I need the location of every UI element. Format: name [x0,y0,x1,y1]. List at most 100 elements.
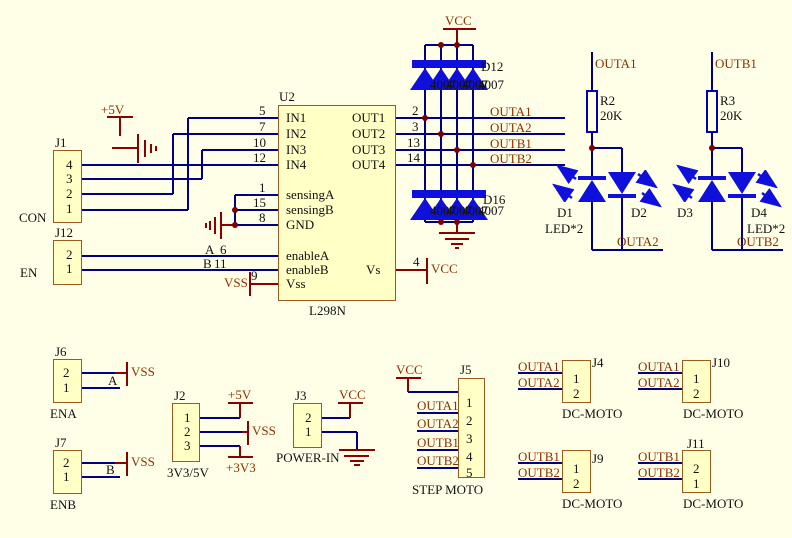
led-emission-arrows-icon-D2 [634,168,666,215]
power-symbol-line [443,28,476,30]
pin-number: 2 [66,247,73,262]
power-symbol-line [426,258,428,284]
wire [591,52,593,90]
designator-label: U2 [279,89,295,104]
power-symbol-line [250,283,278,285]
part-label: DC-MOTO [683,496,744,511]
part-label: DC-MOTO [562,496,623,511]
pin-number: 1 [63,380,70,395]
part-label: 3V3/5V [167,465,209,480]
wire [82,164,278,166]
wire [200,431,242,433]
wire [638,462,682,464]
part-label: POWER-IN [276,450,340,465]
pin-name-label: enableB [286,262,329,277]
junction-dot [232,207,238,213]
designator-label: R2 [600,93,616,108]
pin-number: 3 [66,171,73,186]
power-symbol-line [214,217,216,234]
part-label: ENB [50,497,76,512]
power-symbol-line [220,212,222,239]
value-label: LED*2 [747,221,786,236]
pin-number: 1 [66,201,73,216]
wire [425,44,473,46]
wire [82,209,188,211]
wire [518,388,562,390]
diode-cathode-bar-D4 [728,194,756,198]
power-net-label: VSS [252,423,276,438]
part-label: B [106,462,115,477]
wire [417,430,458,432]
wire [356,432,358,450]
wire [712,249,783,251]
junction-dot [709,145,715,151]
wire [592,147,622,149]
net-label: OUTA1 [595,56,637,71]
net-label: OUTB1 [518,449,560,464]
pin-name-label: sensingB [286,202,334,217]
wire [592,249,663,251]
value-label: 4007 [478,203,504,218]
diode-triangle-D12 [458,68,488,90]
net-label: OUTB2 [518,465,560,480]
pin-number: 3 [184,438,191,453]
wire [82,462,118,464]
junction-dot [438,219,444,225]
power-symbol-line [228,456,253,458]
pin-number: 2 [412,103,419,118]
diode-cathode-bar-D16 [412,190,486,198]
designator-label: J4 [592,355,604,370]
power-net-label: VCC [445,13,472,28]
pin-name-label: IN2 [286,126,307,141]
pin-number: 11 [214,256,227,271]
junction-dot [438,131,444,137]
wire [712,147,742,149]
pin-number: 10 [253,135,266,150]
wire [82,269,278,271]
pin-number: 3 [412,119,419,134]
power-net-label: VCC [431,261,458,276]
power-symbol-line [445,238,469,240]
wire [188,117,278,119]
wire [711,202,713,250]
power-symbol-line [150,144,152,153]
power-symbol-line [247,421,249,445]
wire [187,118,189,210]
wire [417,449,458,451]
power-symbol-line [439,232,475,234]
connector-J7 [53,450,82,494]
wire [408,391,458,393]
pin-name-label: OUT3 [352,142,386,157]
net-label: OUTB1 [417,435,459,450]
diode-cathode-bar-D2 [608,194,636,198]
pin-number: 2 [305,410,312,425]
pin-name-label: OUT1 [352,110,386,125]
wire [638,388,682,390]
wire [518,462,562,464]
net-label: OUTB2 [638,465,680,480]
wire [82,193,173,195]
part-label: DC-MOTO [683,406,744,421]
wire [201,150,203,179]
junction-dot [454,147,460,153]
wire [638,478,682,480]
value-label: 4007 [462,203,488,218]
connector-J4 [562,360,591,403]
wire [235,224,278,226]
junction-dot [422,115,428,121]
pin-name-label: IN4 [286,157,307,172]
power-net-label: VSS [131,364,155,379]
pin-number: 4 [413,254,420,269]
connector-J6 [53,359,82,403]
designator-label: D16 [483,192,506,207]
resistor-R3 [706,90,718,133]
designator-label: D12 [481,59,504,74]
pin-number: 12 [253,150,266,165]
designator-label: J10 [712,355,731,370]
connector-J11 [682,450,711,493]
connector-J3 [293,403,322,448]
wire [711,133,713,176]
junction-dot [470,162,476,168]
power-symbol-line [451,243,463,245]
power-net-label: +5V [101,102,125,117]
